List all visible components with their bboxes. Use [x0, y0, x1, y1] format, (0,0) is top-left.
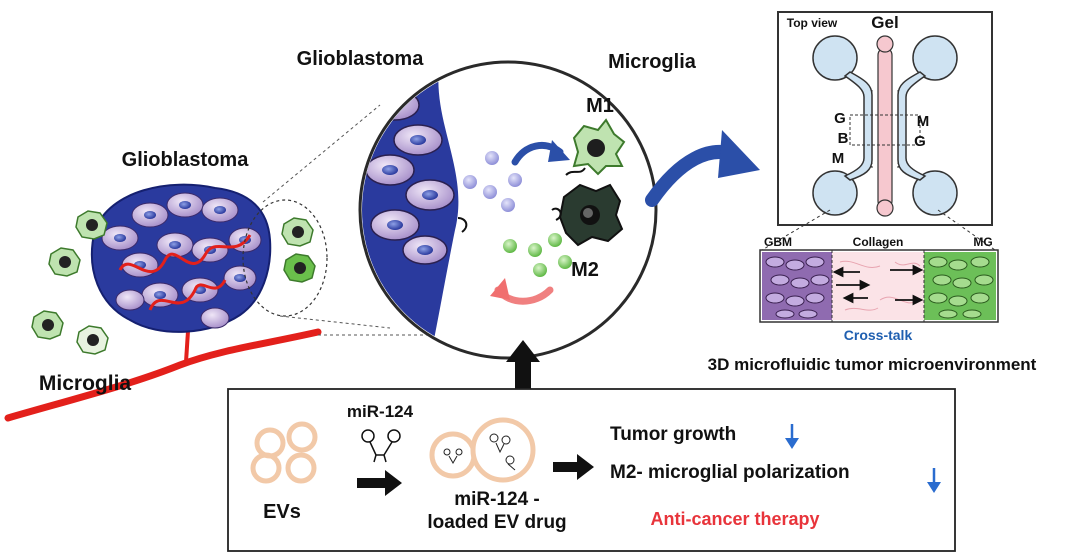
zoom-line-top — [262, 104, 381, 203]
chip-caption: 3D microfluidic tumor microenvironment — [708, 355, 1037, 374]
top-view-label: Top view — [787, 16, 838, 30]
to-chip-arrow-head — [718, 130, 760, 178]
loaded-ev-icon — [429, 417, 536, 483]
tumor-title: Glioblastoma — [122, 149, 250, 171]
drug-label-line2: loaded EV drug — [427, 512, 566, 533]
therapy-frame — [227, 388, 956, 552]
gbm-letter-m: M — [832, 150, 845, 167]
arrow-drug-to-effect — [553, 454, 594, 480]
chip-channels — [812, 35, 958, 217]
blood-vessel — [4, 328, 322, 422]
m2-receptor — [551, 207, 562, 221]
gbm-texture — [765, 256, 830, 319]
drug-label-line1: miR-124 - — [454, 489, 540, 510]
green-vesicles — [503, 233, 572, 277]
panel-header-mg: MG — [973, 235, 992, 249]
panel-header-gbm: GBM — [764, 235, 792, 249]
chip-group: Top view Gel G B M M G — [777, 11, 993, 226]
zoom-right-title: Microglia — [608, 51, 697, 73]
gel-label: Gel — [871, 13, 898, 32]
zoom-line-bottom — [279, 315, 391, 329]
zoom-circle-group: Glioblastoma Microglia M1 M2 — [297, 48, 697, 360]
result-label: Anti-cancer therapy — [650, 509, 819, 529]
mg-letter-g: G — [914, 133, 926, 150]
m2-microglia — [558, 183, 624, 247]
mg-letter-m: M — [917, 113, 930, 130]
crosstalk-label: Cross-talk — [844, 327, 913, 343]
down-arrow-1 — [785, 424, 799, 449]
mirna-icon — [361, 429, 401, 463]
arrow-evs-to-drug — [357, 470, 402, 496]
m1-microglia — [572, 118, 626, 176]
evs-label: EVs — [263, 501, 301, 523]
mg-texture — [928, 256, 994, 319]
glioblastoma-zoom-cells — [365, 89, 455, 265]
tumor-microglia-label: Microglia — [39, 372, 132, 395]
m2-arrow-head — [490, 278, 510, 300]
gbm-letter-b: B — [838, 130, 849, 147]
purple-vesicles — [463, 151, 522, 212]
up-arrow — [506, 340, 540, 390]
tumor-group: Glioblastoma Microglia — [4, 149, 328, 422]
m1-label: M1 — [586, 95, 614, 117]
zoom-left-title: Glioblastoma — [297, 48, 425, 70]
microglia-cells — [31, 210, 316, 355]
tumor-vessels — [118, 234, 252, 311]
collagen-region — [832, 252, 924, 320]
m1-arrow-head — [548, 140, 570, 162]
mirna-label: miR-124 — [347, 402, 414, 421]
panel-header-collagen: Collagen — [853, 235, 904, 249]
panel-zoom-line-left — [761, 209, 831, 251]
down-arrow-2 — [927, 468, 941, 493]
chip-zoom-region — [849, 114, 921, 146]
crosstalk-panel: GBM Collagen MG Cross-talk — [759, 235, 999, 343]
zoom-source-circle — [242, 199, 328, 317]
tumor-receptor — [457, 217, 468, 233]
effect-1: Tumor growth — [610, 424, 736, 445]
evs-icon — [250, 421, 318, 484]
tumor-cells — [101, 192, 262, 329]
m2-label: M2 — [571, 259, 599, 281]
m1-receptor — [565, 167, 586, 176]
effect-2: M2- microglial polarization — [610, 462, 850, 483]
therapy-box: EVs miR-124 miR-124 - loaded EV drug Tum… — [227, 388, 956, 552]
gbm-letter-g: G — [834, 110, 846, 127]
